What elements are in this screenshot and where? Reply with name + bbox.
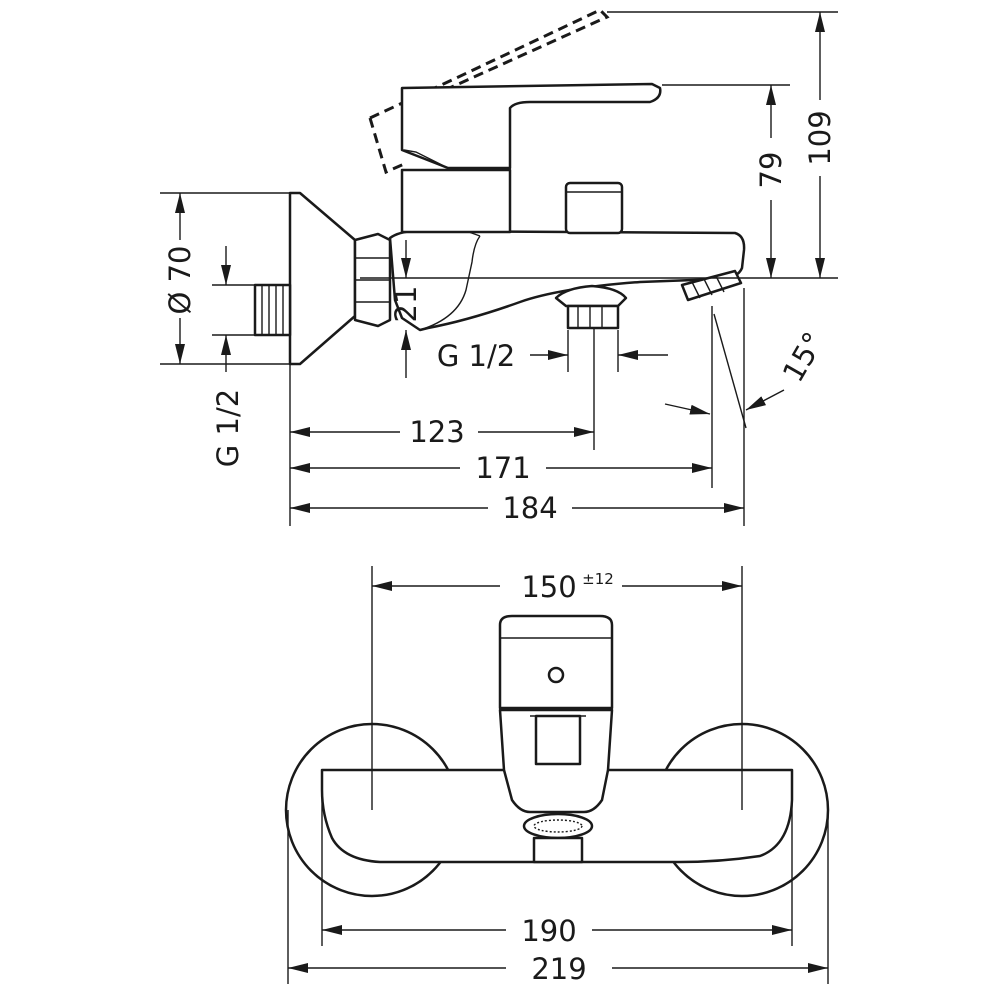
- wall-flange: [288, 191, 357, 366]
- front-view: 150 ±12 190 219: [284, 566, 830, 986]
- dim-79: 79: [754, 152, 788, 189]
- dim-150-tolerance: ±12: [582, 570, 614, 588]
- dim-219: 219: [531, 952, 586, 986]
- dim-109: 109: [803, 110, 837, 165]
- dim-21: 21: [389, 286, 423, 323]
- dim-thread-inlet: G 1/2: [211, 389, 245, 467]
- side-view: 123 171 184 15° 79 109 Ø 70: [160, 8, 838, 526]
- cartridge-collar: [534, 714, 582, 766]
- lever-raised-outline: [368, 8, 610, 175]
- dim-184: 184: [502, 491, 557, 525]
- cartridge-body: [400, 168, 512, 234]
- lever: [400, 82, 662, 170]
- dim-150: 150: [521, 570, 576, 604]
- shower-outlet-thread: [566, 304, 620, 330]
- dim-diameter-70: Ø 70: [163, 246, 197, 315]
- dim-thread-outlet: G 1/2: [437, 339, 515, 373]
- shower-outlet-front: [532, 836, 584, 864]
- diverter-knob: [564, 181, 624, 235]
- indicator-dot: [547, 666, 565, 684]
- dim-123: 123: [409, 415, 464, 449]
- inlet-thread: [253, 283, 292, 337]
- dim-190: 190: [521, 914, 576, 948]
- dim-171: 171: [475, 451, 530, 485]
- dim-angle-15: 15°: [776, 326, 831, 388]
- shower-outlet: [554, 284, 628, 308]
- lever-front: [498, 614, 614, 710]
